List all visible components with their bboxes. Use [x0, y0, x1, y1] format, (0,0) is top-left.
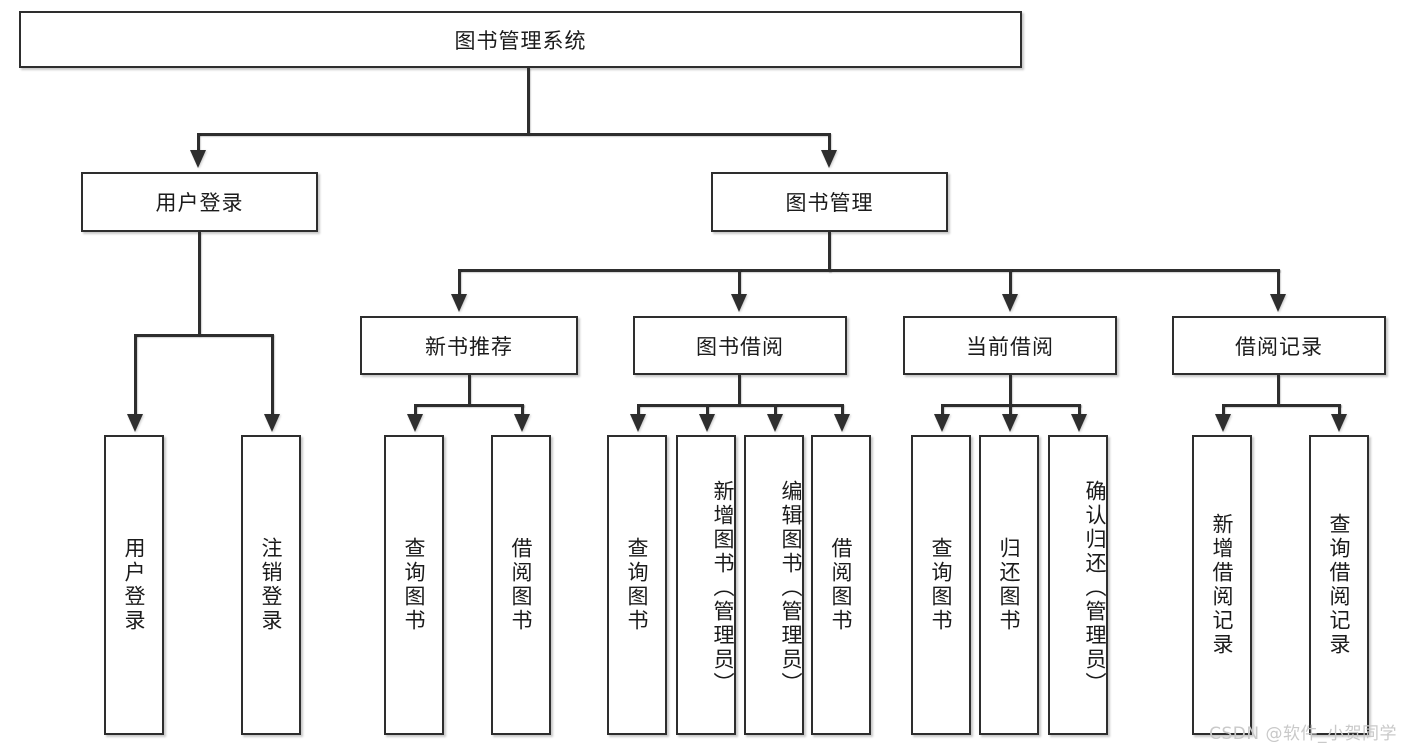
- arrow-to-user-login: [190, 150, 206, 168]
- leaf-borrow-book-1[interactable]: 借阅图书: [491, 435, 551, 735]
- node-label: 图书管理: [785, 191, 874, 215]
- node-label: 归还图书: [997, 537, 1022, 633]
- node-new-book-recommend[interactable]: 新书推荐: [360, 316, 578, 375]
- arrow-to-current-borrow: [1002, 294, 1018, 312]
- connector-user-login-bar: [134, 334, 273, 337]
- node-label: 当前借阅: [966, 334, 1054, 359]
- connector-level2-bar: [197, 133, 830, 136]
- node-label: 新增图书（管理员）: [711, 480, 735, 696]
- arrow-leaf-return-book: [1002, 414, 1018, 432]
- arrow-to-book-management: [821, 150, 837, 168]
- arrow-leaf-query-book-1: [407, 414, 423, 432]
- connector-current-borrow-drop-1: [941, 404, 944, 416]
- connector-book-borrow-drop-1: [637, 404, 640, 416]
- arrow-to-borrow-record: [1270, 294, 1286, 312]
- leaf-confirm-return[interactable]: 确认归还（管理员）: [1048, 435, 1108, 735]
- arrow-leaf-add-borrow-record: [1215, 414, 1231, 432]
- connector-level3-bar: [458, 269, 1280, 272]
- connector-user-login-drop-1: [134, 334, 137, 416]
- leaf-logout-login[interactable]: 注销登录: [241, 435, 301, 735]
- leaf-add-book[interactable]: 新增图书（管理员）: [676, 435, 736, 735]
- connector-new-book-bar: [414, 404, 524, 407]
- leaf-add-borrow-record[interactable]: 新增借阅记录: [1192, 435, 1252, 735]
- leaf-borrow-book-2[interactable]: 借阅图书: [811, 435, 871, 735]
- node-user-login[interactable]: 用户登录: [81, 172, 318, 232]
- node-label: 查询图书: [929, 537, 954, 633]
- connector-user-login-drop-2: [271, 334, 274, 416]
- node-book-borrow[interactable]: 图书借阅: [633, 316, 847, 375]
- leaf-edit-book[interactable]: 编辑图书（管理员）: [744, 435, 804, 735]
- arrow-leaf-query-borrow-record: [1331, 414, 1347, 432]
- node-label: 借阅图书: [509, 537, 534, 633]
- connector-to-borrow-record: [1277, 269, 1280, 296]
- node-label: 编辑图书（管理员）: [779, 480, 803, 696]
- node-label: 图书借阅: [696, 334, 784, 359]
- connector-book-borrow-drop-4: [841, 404, 844, 416]
- arrow-leaf-query-book-3: [934, 414, 950, 432]
- node-label: 新书推荐: [425, 334, 513, 359]
- node-label: 图书管理系统: [454, 28, 587, 53]
- connector-new-book-trunk: [468, 375, 471, 406]
- connector-borrow-record-drop-2: [1338, 404, 1341, 416]
- leaf-user-login[interactable]: 用户登录: [104, 435, 164, 735]
- connector-book-borrow-drop-2: [706, 404, 709, 416]
- node-label: 新增借阅记录: [1210, 513, 1235, 657]
- node-label: 查询借阅记录: [1327, 513, 1352, 657]
- connector-to-book-borrow: [738, 269, 741, 296]
- node-label: 确认归还（管理员）: [1083, 480, 1107, 696]
- connector-borrow-record-drop-1: [1222, 404, 1225, 416]
- connector-to-user-login: [197, 133, 200, 153]
- arrow-leaf-confirm-return: [1071, 414, 1087, 432]
- connector-new-book-drop-1: [414, 404, 417, 416]
- connector-book-management-trunk: [828, 232, 831, 272]
- connector-book-borrow-bar: [637, 404, 843, 407]
- connector-borrow-record-trunk: [1277, 375, 1280, 406]
- node-borrow-record[interactable]: 借阅记录: [1172, 316, 1386, 375]
- connector-borrow-record-bar: [1222, 404, 1341, 407]
- arrow-leaf-query-book-2: [630, 414, 646, 432]
- leaf-return-book[interactable]: 归还图书: [979, 435, 1039, 735]
- node-label: 借阅记录: [1235, 334, 1323, 359]
- arrow-leaf-edit-book: [767, 414, 783, 432]
- arrow-leaf-borrow-book-1: [514, 414, 530, 432]
- node-book-management[interactable]: 图书管理: [711, 172, 948, 232]
- connector-current-borrow-drop-3: [1078, 404, 1081, 416]
- arrow-leaf-user-login: [127, 414, 143, 432]
- connector-to-new-book-recommend: [458, 269, 461, 296]
- node-current-borrow[interactable]: 当前借阅: [903, 316, 1117, 375]
- arrow-to-book-borrow: [731, 294, 747, 312]
- connector-current-borrow-drop-2: [1009, 404, 1012, 416]
- connector-title-trunk: [527, 68, 530, 135]
- leaf-query-book-2[interactable]: 查询图书: [607, 435, 667, 735]
- arrow-leaf-add-book: [699, 414, 715, 432]
- arrow-leaf-logout-login: [264, 414, 280, 432]
- node-label: 借阅图书: [829, 537, 854, 633]
- node-label: 查询图书: [625, 537, 650, 633]
- connector-book-borrow-drop-3: [774, 404, 777, 416]
- connector-book-borrow-trunk: [738, 375, 741, 406]
- arrow-to-new-book-recommend: [451, 294, 467, 312]
- leaf-query-book-1[interactable]: 查询图书: [384, 435, 444, 735]
- node-label: 注销登录: [259, 537, 284, 633]
- csdn-watermark: CSDN @软件_小贺同学: [1209, 724, 1397, 744]
- leaf-query-borrow-record[interactable]: 查询借阅记录: [1309, 435, 1369, 735]
- connector-new-book-drop-2: [521, 404, 524, 416]
- connector-to-book-management: [828, 133, 831, 153]
- connector-current-borrow-trunk: [1009, 375, 1012, 406]
- node-label: 用户登录: [122, 537, 147, 633]
- connector-user-login-trunk: [198, 232, 201, 336]
- leaf-query-book-3[interactable]: 查询图书: [911, 435, 971, 735]
- arrow-leaf-borrow-book-2: [834, 414, 850, 432]
- node-label: 查询图书: [402, 537, 427, 633]
- node-label: 用户登录: [155, 191, 244, 215]
- node-book-management-system[interactable]: 图书管理系统: [19, 11, 1022, 68]
- connector-to-current-borrow: [1009, 269, 1012, 296]
